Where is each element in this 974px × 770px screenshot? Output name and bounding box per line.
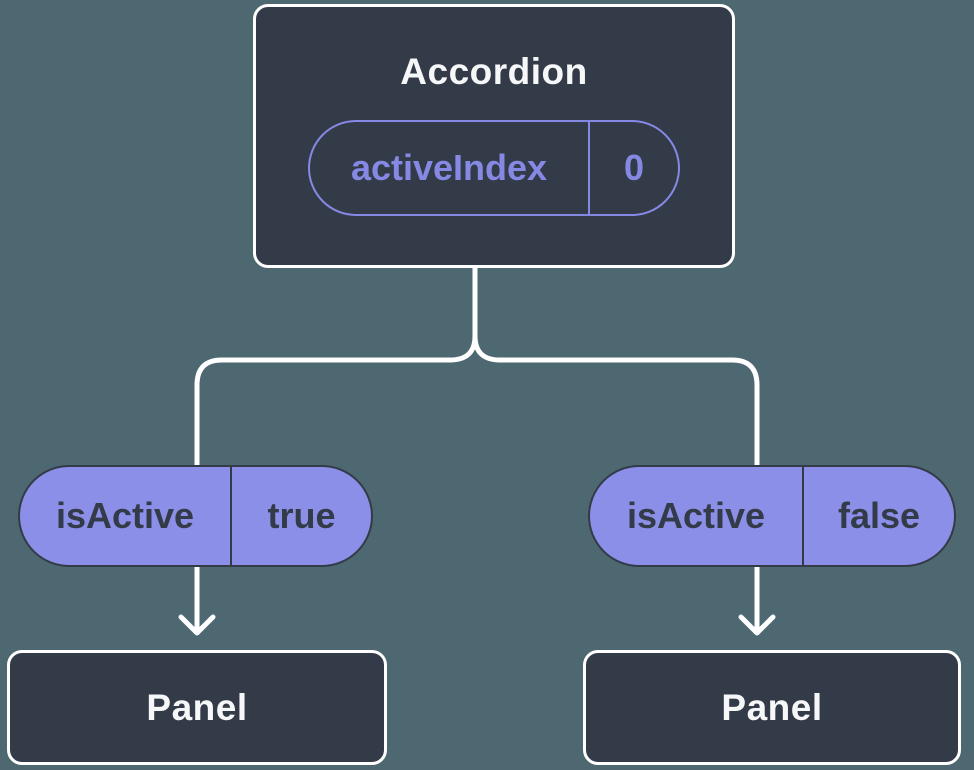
branch-left-line — [194, 333, 478, 469]
accordion-node-title: Accordion — [400, 51, 588, 92]
state-pill-key: activeIndex — [350, 147, 548, 188]
state-pill: activeIndex 0 — [308, 120, 680, 216]
panel-node-right: Panel — [583, 650, 961, 765]
prop-pill-key: isActive — [55, 495, 195, 536]
prop-pill-key: isActive — [626, 495, 766, 536]
prop-pill-is-active-false: isActive false — [588, 465, 956, 567]
state-pill-value: 0 — [588, 122, 678, 214]
arrow-down-right-icon — [738, 614, 776, 636]
prop-pill-value: true — [230, 467, 371, 565]
panel-node-left: Panel — [7, 650, 387, 765]
branch-right-line — [472, 333, 760, 469]
prop-pill-value: false — [802, 467, 954, 565]
prop-pill-is-active-true: isActive true — [18, 465, 373, 567]
accordion-node: Accordion activeIndex 0 — [253, 4, 735, 268]
arrow-down-left-icon — [178, 614, 216, 636]
